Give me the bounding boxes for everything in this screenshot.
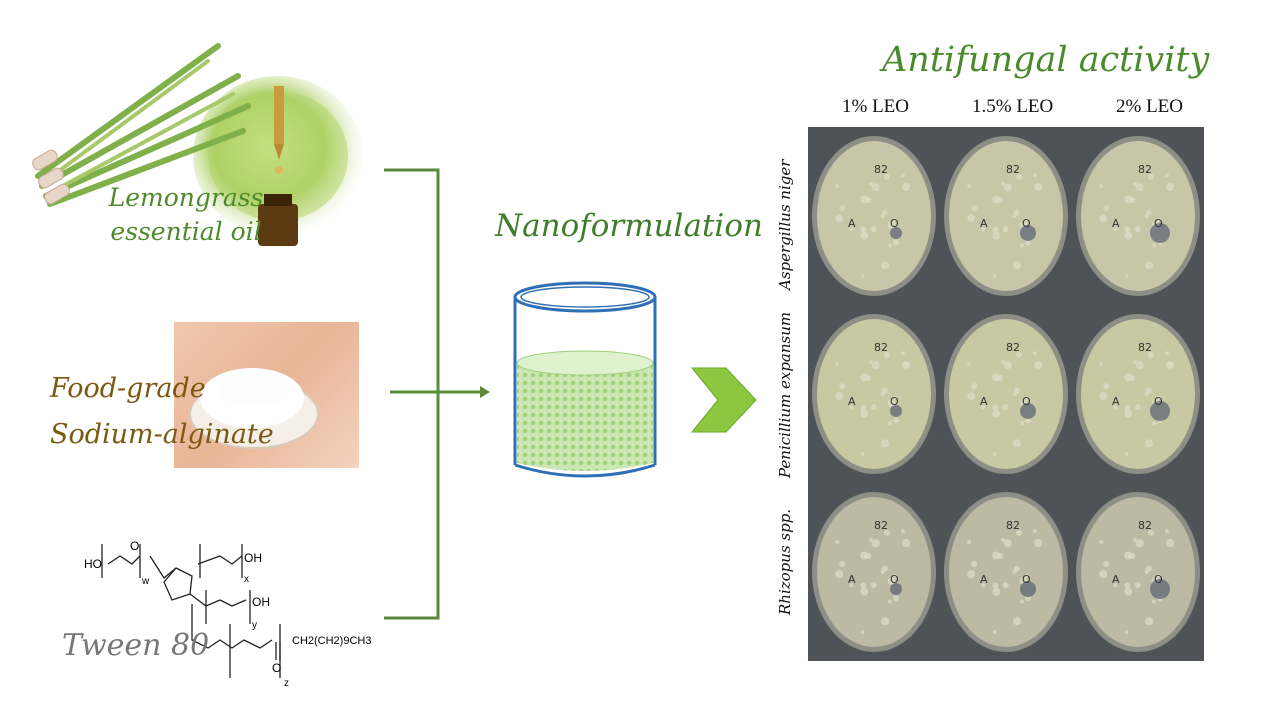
row-header-rhizopus: Rhizopus spp. [776,508,794,615]
alginate-label-line1: Food-grade [50,373,206,404]
tween-chain: CH2(CH2)9CH3 [292,635,371,647]
tween-o1: O [130,539,139,553]
plate-mark-left: A [848,573,856,586]
plate-mark-left: A [980,217,988,230]
plate-mark-top: 82 [874,163,888,176]
lemongrass-label-line1: Lemongrass [108,183,264,212]
plate-mark-top: 82 [874,519,888,532]
plate-mark-top: 82 [1138,519,1152,532]
row-header-penicillium: Penicillium expansum [776,311,794,478]
beaker-icon [505,275,665,485]
tween-o-carbonyl: O [272,661,281,675]
plate-mark-top: 82 [1006,163,1020,176]
plate-mark-left: A [1112,395,1120,408]
lemongrass-label-line2: essential oil [110,217,262,246]
plate-mark-right: O [1022,573,1031,586]
column-header-3: 2% LEO [1116,96,1184,117]
row-header-aspergillus: Aspergillus niger [776,159,794,290]
tween-z: z [284,678,289,689]
plate-mark-right: O [1154,217,1163,230]
plate-mark-left: A [1112,217,1120,230]
plate-mark-left: A [848,395,856,408]
tween-w: w [141,576,150,587]
plate-mark-left: A [848,217,856,230]
tween80-structure: HO O w OH x OH y O z CH2(CH2)9CH3 [80,520,380,700]
merge-connector [380,160,520,630]
plate-mark-right: O [1022,395,1031,408]
tween-ho: HO [84,557,102,571]
plate-mark-right: O [1022,217,1031,230]
alginate-label: Food-grade Sodium-alginate [50,364,274,460]
plate-mark-right: O [890,217,899,230]
tween-x: x [244,574,249,585]
tween-oh1: OH [244,551,262,565]
plate-mark-top: 82 [874,341,888,354]
tween80-label: Tween 80 [62,628,210,663]
lemongrass-illustration [28,36,368,246]
antifungal-title: Antifungal activity [882,40,1210,80]
plate-mark-left: A [980,573,988,586]
plate-mark-right: O [890,573,899,586]
plate-mark-left: A [980,395,988,408]
tween-oh2: OH [252,595,270,609]
alginate-label-line2: Sodium-alginate [50,419,274,450]
nanoformulation-title: Nanoformulation [495,208,763,244]
column-header-2: 1.5% LEO [972,96,1054,117]
tween-y: y [252,620,257,631]
plate-mark-top: 82 [1006,341,1020,354]
plate-mark-left: A [1112,573,1120,586]
plate-mark-right: O [1154,395,1163,408]
right-arrow-icon [688,362,760,438]
plate-mark-top: 82 [1138,341,1152,354]
alginate-photo [174,322,359,468]
lemongrass-label: Lemongrass essential oil [86,175,286,255]
plate-mark-top: 82 [1006,519,1020,532]
column-header-1: 1% LEO [842,96,910,117]
plate-mark-right: O [890,395,899,408]
plate-mark-top: 82 [1138,163,1152,176]
plate-mark-right: O [1154,573,1163,586]
